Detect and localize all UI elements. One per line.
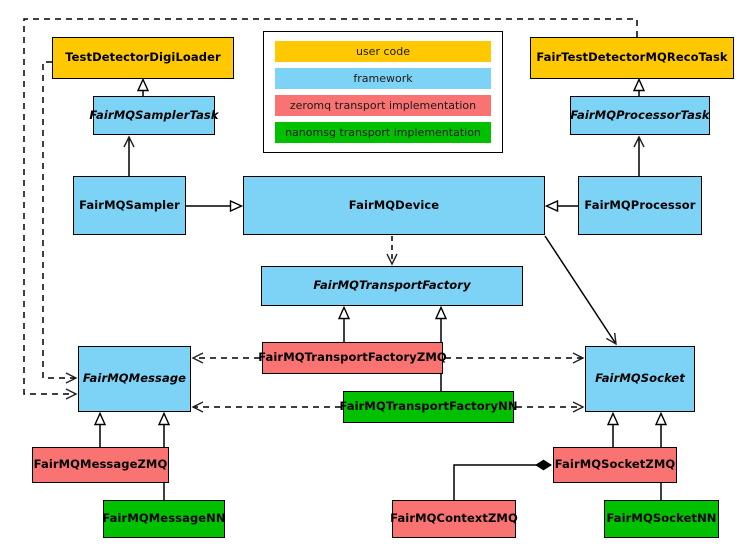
class-node-fairmqsocketzmq[interactable]: FairMQSocketZMQ xyxy=(553,447,677,483)
class-node-fairmqmessagezmq[interactable]: FairMQMessageZMQ xyxy=(32,447,169,483)
class-label-testdetectordigiloader: TestDetectorDigiLoader xyxy=(65,50,221,65)
class-node-fairmqprocessortask[interactable]: FairMQProcessorTask xyxy=(570,96,710,135)
class-node-fairmqtransportfactory[interactable]: FairMQTransportFactory xyxy=(261,266,523,306)
class-node-fairtestdetectormqrecotask[interactable]: FairTestDetectorMQRecoTask xyxy=(530,37,734,79)
class-label-fairmqsocket: FairMQSocket xyxy=(595,371,685,386)
class-node-testdetectordigiloader[interactable]: TestDetectorDigiLoader xyxy=(52,37,234,79)
legend-item-zeromq: zeromq transport implementation xyxy=(275,95,491,116)
class-label-fairmqmessagenn: FairMQMessageNN xyxy=(102,511,226,526)
class-node-fairmqmessage[interactable]: FairMQMessage xyxy=(78,346,191,412)
class-label-fairmqprocessortask: FairMQProcessorTask xyxy=(570,107,710,122)
legend-label-nanomsg: nanomsg transport implementation xyxy=(285,126,481,139)
legend-label-user-code: user code xyxy=(355,45,411,58)
class-node-fairmqsocket[interactable]: FairMQSocket xyxy=(585,346,695,412)
legend-item-framework: framework xyxy=(275,68,491,89)
class-node-fairmqcontextzmq[interactable]: FairMQContextZMQ xyxy=(390,500,518,538)
edge-device-to-socket xyxy=(544,235,617,346)
class-node-fairmqdevice[interactable]: FairMQDevice xyxy=(243,176,545,235)
class-label-fairtestdetectormqrecotask: FairTestDetectorMQRecoTask xyxy=(536,50,728,65)
class-label-fairmqsampler: FairMQSampler xyxy=(79,197,180,212)
class-label-fairmqtransportfactorynn: FairMQTransportFactoryNN xyxy=(339,399,518,414)
class-node-fairmqtransportfactoryzmq[interactable]: FairMQTransportFactoryZMQ xyxy=(258,342,447,374)
legend-item-nanomsg: nanomsg transport implementation xyxy=(275,122,491,143)
class-label-fairmqtransportfactoryzmq: FairMQTransportFactoryZMQ xyxy=(258,350,447,365)
class-label-fairmqprocessor: FairMQProcessor xyxy=(584,197,696,212)
class-node-fairmqsamplertask[interactable]: FairMQSamplerTask xyxy=(89,96,219,135)
edge-digiloader-to-message xyxy=(42,61,78,384)
class-node-fairmqsocketnn[interactable]: FairMQSocketNN xyxy=(604,500,719,538)
legend-label-zeromq: zeromq transport implementation xyxy=(289,99,477,112)
edge-contextzmq-to-socketzmq xyxy=(453,459,552,500)
class-label-fairmqcontextzmq: FairMQContextZMQ xyxy=(390,511,518,526)
class-node-fairmqprocessor[interactable]: FairMQProcessor xyxy=(578,176,702,235)
class-label-fairmqsocketnn: FairMQSocketNN xyxy=(606,511,717,526)
class-node-fairmqmessagenn[interactable]: FairMQMessageNN xyxy=(102,500,226,538)
class-label-fairmqdevice: FairMQDevice xyxy=(348,197,440,212)
class-node-fairmqtransportfactorynn[interactable]: FairMQTransportFactoryNN xyxy=(339,391,517,423)
class-label-fairmqsamplertask: FairMQSamplerTask xyxy=(89,107,219,122)
legend: user code framework zeromq transport imp… xyxy=(263,31,503,153)
class-label-fairmqtransportfactory: FairMQTransportFactory xyxy=(313,278,471,293)
legend-label-framework: framework xyxy=(353,72,413,85)
legend-item-user-code: user code xyxy=(275,41,491,62)
class-label-fairmqsocketzmq: FairMQSocketZMQ xyxy=(554,457,676,472)
class-label-fairmqmessage: FairMQMessage xyxy=(82,371,187,386)
class-label-fairmqmessagezmq: FairMQMessageZMQ xyxy=(33,457,168,472)
class-node-fairmqsampler[interactable]: FairMQSampler xyxy=(73,176,186,235)
